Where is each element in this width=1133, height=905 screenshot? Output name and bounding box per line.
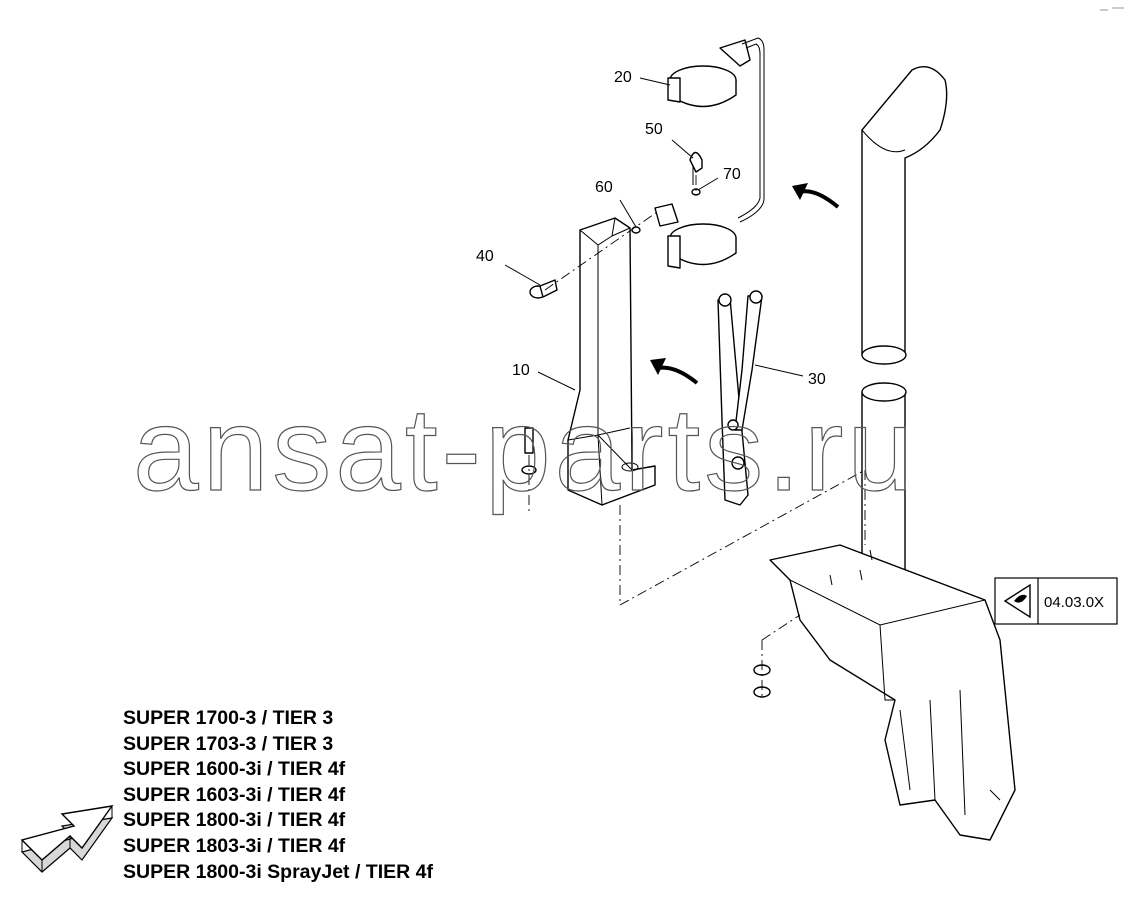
washer-part-60 <box>631 226 641 234</box>
connecting-rod <box>737 37 765 223</box>
direction-arrow-icon <box>792 183 840 209</box>
model-item: SUPER 1600-3i / TIER 4f <box>123 758 346 781</box>
arrow-icon[interactable] <box>20 805 114 873</box>
callout-50: 50 <box>645 121 663 138</box>
callout-10: 10 <box>512 362 530 379</box>
pin-part-40 <box>529 279 558 299</box>
corner-mark <box>1100 7 1124 11</box>
model-list: SUPER 1700-3 / TIER 3 SUPER 1703-3 / TIE… <box>123 706 433 885</box>
model-item: SUPER 1700-3 / TIER 3 <box>123 707 334 729</box>
callout-20: 20 <box>614 69 632 86</box>
direction-arrow-icon <box>650 358 699 385</box>
callout-40: 40 <box>476 248 494 265</box>
model-item: SUPER 1803-3i / TIER 4f <box>123 834 346 857</box>
clamp-part-20 <box>667 39 751 108</box>
model-item: SUPER 1703-3 / TIER 3 <box>123 732 334 755</box>
exhaust-pipe <box>861 66 948 621</box>
reference-box[interactable]: 04.03.0X <box>994 577 1118 625</box>
assembly-lines <box>528 175 866 700</box>
model-item: SUPER 1800-3i SprayJet / TIER 4f <box>123 860 433 883</box>
reference-code: 04.03.0X <box>1044 594 1104 611</box>
model-item: SUPER 1603-3i / TIER 4f <box>123 783 346 806</box>
watermark: ansat-parts.ru <box>133 384 917 516</box>
clamp-lower <box>654 203 737 269</box>
mounting-frame <box>769 544 1016 841</box>
bracket-part-10 <box>567 217 656 506</box>
callout-30: 30 <box>808 371 826 388</box>
leader-lines <box>504 77 804 391</box>
callout-70: 70 <box>723 166 741 183</box>
callout-60: 60 <box>595 179 613 196</box>
model-item: SUPER 1800-3i / TIER 4f <box>123 809 346 832</box>
eye-icon <box>1003 583 1031 619</box>
strut-part-30 <box>717 290 763 506</box>
